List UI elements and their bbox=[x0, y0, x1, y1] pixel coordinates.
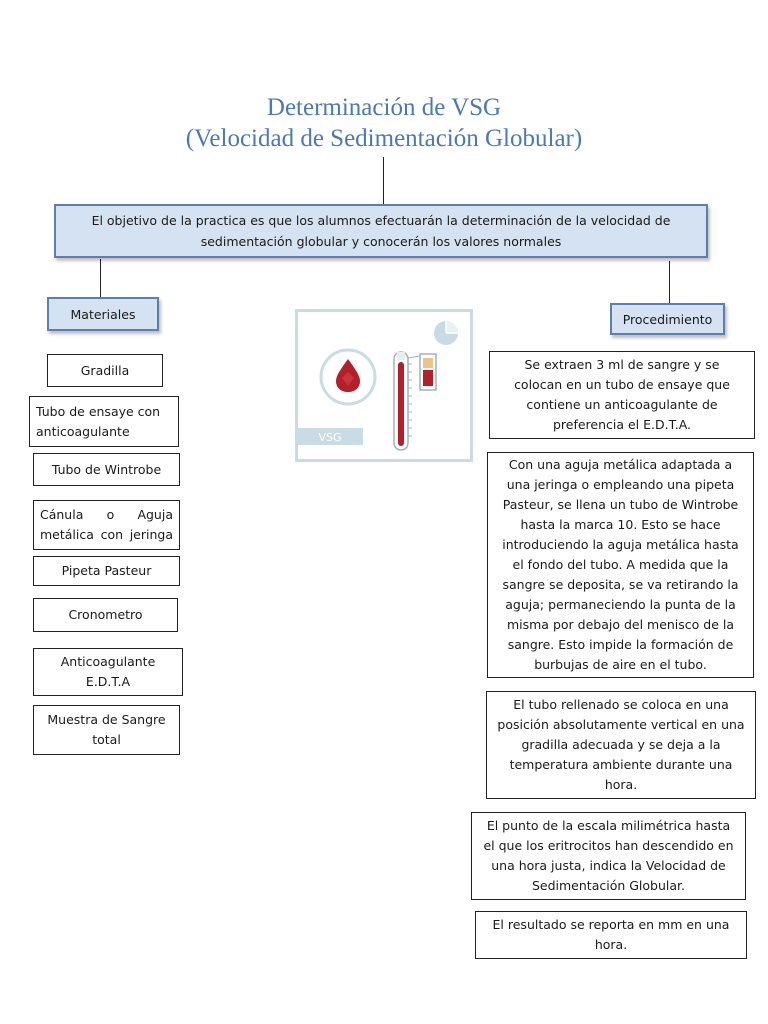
title-line-1: Determinación de VSG bbox=[266, 94, 502, 121]
procedure-step: El resultado se reporta en mm en una hor… bbox=[475, 911, 747, 959]
procedure-step: El punto de la escala milimétrica hasta … bbox=[471, 812, 746, 900]
material-item: Cánula o Aguja metálica con jeringa bbox=[33, 500, 180, 550]
objective-box: El objetivo de la practica es que los al… bbox=[54, 204, 708, 258]
vsg-illustration: VSG bbox=[295, 309, 473, 462]
tube-detail-icon bbox=[407, 353, 437, 391]
materials-header: Materiales bbox=[47, 297, 159, 331]
material-item: Cronometro bbox=[33, 598, 178, 632]
material-item: Pipeta Pasteur bbox=[33, 556, 180, 586]
material-item: Tubo de Wintrobe bbox=[33, 453, 180, 486]
connector-title bbox=[383, 157, 384, 204]
material-item: Anticoagulante E.D.T.A bbox=[33, 648, 183, 696]
wintrobe-tube-icon bbox=[393, 351, 412, 451]
pie-chart-icon bbox=[434, 321, 458, 345]
procedure-step: El tubo rellenado se coloca en una posic… bbox=[486, 691, 756, 799]
procedure-header: Procedimiento bbox=[610, 303, 725, 335]
title-line-2: (Velocidad de Sedimentación Globular) bbox=[185, 125, 583, 152]
vsg-illustration-graphic: VSG bbox=[298, 312, 470, 459]
material-item: Tubo de ensaye con anticoagulante bbox=[29, 396, 179, 447]
material-item: Muestra de Sangre total bbox=[33, 705, 180, 755]
vsg-label: VSG bbox=[318, 431, 341, 444]
blood-drop-icon bbox=[319, 348, 377, 406]
connector-procedure bbox=[669, 261, 670, 304]
connector-materials bbox=[100, 259, 101, 297]
procedure-step: Con una aguja metálica adaptada a una je… bbox=[487, 452, 754, 678]
procedure-step: Se extraen 3 ml de sangre y se colocan e… bbox=[489, 351, 755, 439]
material-item: Gradilla bbox=[47, 354, 163, 387]
vsg-label-bar bbox=[298, 428, 363, 445]
